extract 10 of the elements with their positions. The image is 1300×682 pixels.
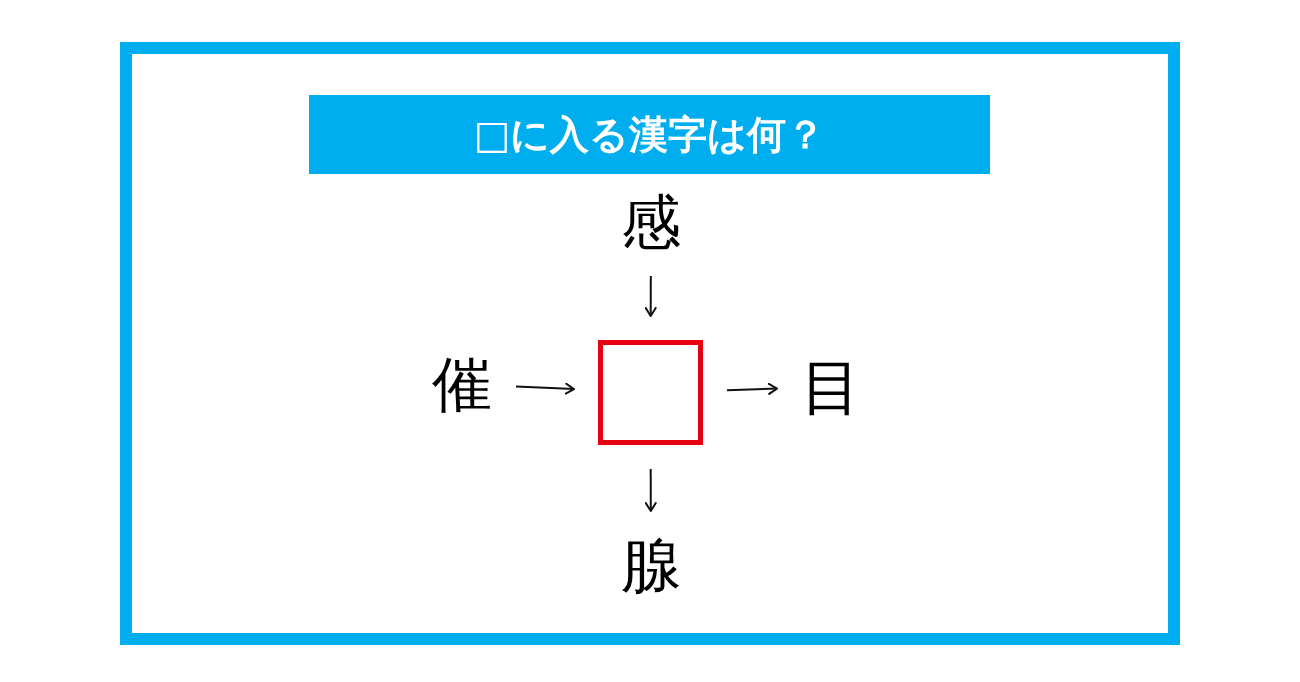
arrow bbox=[644, 468, 657, 512]
kanji-character: 催 bbox=[432, 354, 492, 414]
arrow bbox=[726, 382, 778, 395]
title-banner: □に入る漢字は何？ bbox=[309, 95, 990, 174]
kanji-character: 腺 bbox=[621, 535, 681, 595]
arrow bbox=[644, 275, 657, 317]
answer-box bbox=[598, 340, 703, 445]
kanji-character: 感 bbox=[621, 192, 681, 252]
arrow bbox=[515, 382, 575, 395]
kanji-character: 目 bbox=[801, 357, 861, 417]
